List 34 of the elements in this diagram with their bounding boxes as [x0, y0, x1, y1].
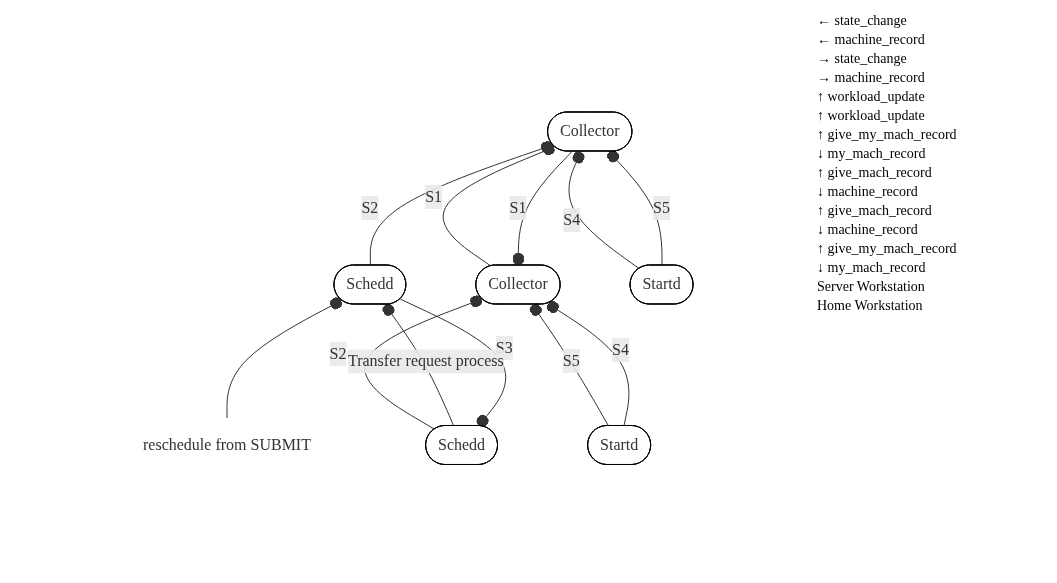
message-label: → state_change	[817, 51, 908, 67]
message-label: ↓ machine_record	[817, 222, 919, 238]
connector	[364, 294, 484, 430]
connector	[530, 303, 610, 426]
message-label: ↑ workload_update	[817, 108, 926, 124]
message-label: ↑ give_mach_record	[817, 165, 933, 181]
connector	[607, 149, 664, 266]
edge-label: S5	[563, 351, 581, 369]
edge-label: S2	[330, 344, 347, 362]
edge-label: S1	[509, 198, 527, 216]
connector	[512, 150, 573, 266]
edge-label: S4	[563, 210, 581, 228]
connector	[370, 140, 554, 266]
message-label: ↑ give_my_mach_record	[817, 127, 958, 143]
message-label: ↓ my_mach_record	[817, 146, 927, 162]
message-label: → machine_record	[817, 70, 926, 86]
message-label: ↓ machine_record	[817, 184, 919, 200]
message-label: ↑ workload_update	[817, 89, 926, 105]
message-label: ↓ my_mach_record	[817, 260, 927, 276]
node-text: reschedule from SUBMIT	[143, 435, 312, 453]
edge-label: S3	[496, 338, 514, 356]
connector	[547, 300, 630, 426]
message-label: ← state_change	[817, 13, 908, 29]
message-label: Home Workstation	[817, 298, 924, 314]
message-label: ↑ give_my_mach_record	[817, 241, 958, 257]
connector	[569, 150, 641, 269]
edge-label: S1	[425, 187, 443, 205]
edge-label: S2	[361, 198, 379, 216]
connector	[226, 296, 343, 418]
edge-label: S4	[612, 340, 630, 358]
message-label: ← machine_record	[817, 32, 926, 48]
message-label: Server Workstation	[817, 279, 926, 295]
message-label: ↑ give_mach_record	[817, 203, 933, 219]
edge-label: S5	[653, 198, 671, 216]
